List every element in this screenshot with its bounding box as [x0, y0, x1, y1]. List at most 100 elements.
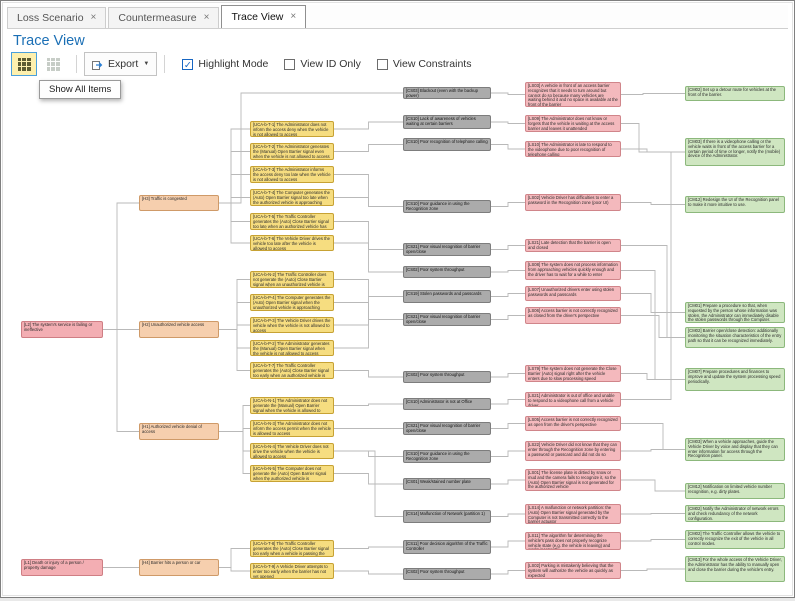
trace-node-P10[interactable]: [LS21] Administrator is out of office an…: [525, 392, 621, 407]
trace-node-C9[interactable]: [CM02] Notify the Administrator of netwo…: [685, 505, 785, 522]
tab-trace-view[interactable]: Trace View ×: [221, 5, 306, 28]
trace-node-P2[interactable]: [LS09] The Administrator does not know o…: [525, 115, 621, 132]
highlight-mode-checkbox[interactable]: ✓ Highlight Mode: [182, 58, 268, 70]
trace-node-Y16[interactable]: [UCA-b-T-8] The Traffic Controller gener…: [250, 540, 334, 557]
trace-node-Y9[interactable]: [UCA-b-P-3] The Vehicle Driver drives th…: [250, 317, 334, 333]
export-label: Export: [108, 58, 138, 70]
trace-node-G13[interactable]: [CS01] Weak/stained number plate: [403, 478, 491, 490]
tab-bar: Loss Scenario × Countermeasure × Trace V…: [7, 5, 788, 29]
trace-node-C6[interactable]: [CM07] Prepare procedures and finances t…: [685, 368, 785, 391]
trace-node-B2[interactable]: [H2] Unauthorized vehicle access: [139, 321, 219, 338]
trace-node-P13[interactable]: [LS01] The license plate is dirtied by s…: [525, 469, 621, 491]
trace-node-C3[interactable]: [CM12] Redesign the UI of the Recognitio…: [685, 196, 785, 213]
checkbox-label: View Constraints: [393, 58, 472, 70]
trace-node-Y11[interactable]: [UCA-b-T-7] The Traffic Controller gener…: [250, 362, 334, 379]
trace-node-Y5[interactable]: [UCA-b-T-5] The Traffic Controller gener…: [250, 213, 334, 230]
trace-node-A1[interactable]: [L2] The system's service is failing or …: [21, 321, 103, 338]
trace-node-Y14[interactable]: [UCA-b-N-4] The Vehicle Driver does not …: [250, 443, 334, 459]
close-icon[interactable]: ×: [290, 12, 296, 22]
trace-node-Y2[interactable]: [UCA-b-T-2] The Administrator generates …: [250, 143, 334, 160]
trace-node-C2[interactable]: [CM03] If there is a videophone calling …: [685, 138, 785, 166]
trace-node-P1[interactable]: [LS03] A vehicle in front of an access b…: [525, 82, 621, 107]
show-selected-items-icon: [47, 58, 60, 71]
tab-countermeasure[interactable]: Countermeasure ×: [108, 7, 219, 28]
trace-node-A2[interactable]: [L1] Death or injury of a person / prope…: [21, 559, 103, 576]
trace-node-Y8[interactable]: [UCA-b-P-4] The Computer generates the (…: [250, 294, 334, 311]
close-icon[interactable]: ×: [91, 13, 97, 23]
trace-node-C10[interactable]: [CM02] The Traffic Controller allows the…: [685, 530, 785, 549]
trace-node-G6[interactable]: [CS02] Poor system throughput: [403, 266, 491, 278]
checkbox-box[interactable]: ✓: [182, 59, 193, 70]
toolbar-separator: [164, 55, 165, 73]
trace-node-Y13[interactable]: [UCA-b-N-3] The Administrator does not i…: [250, 420, 334, 437]
checkbox-label: Highlight Mode: [198, 58, 268, 70]
trace-node-Y1[interactable]: [UCA-b-T-1] The Administrator does not i…: [250, 121, 334, 137]
tab-label: Loss Scenario: [17, 12, 84, 24]
toolbar: Export ▼ ✓ Highlight Mode View ID Only V…: [11, 52, 487, 76]
show-all-items-button[interactable]: [11, 52, 37, 76]
trace-node-G14[interactable]: [CS14] Malfunction of Network (partition…: [403, 510, 491, 523]
trace-node-P5[interactable]: [LS21] Late detection that the barrier i…: [525, 239, 621, 252]
trace-node-G7[interactable]: [CS19] Stolen passwords and passcards: [403, 290, 491, 303]
view-constraints-checkbox[interactable]: View Constraints: [377, 58, 472, 70]
trace-node-P8[interactable]: [LS06] Access barrier is not correctly r…: [525, 307, 621, 324]
trace-node-P14[interactable]: [LS14] A malfunction or network partitio…: [525, 504, 621, 524]
trace-node-B4[interactable]: [H4] Barrier hits a person or car: [139, 559, 219, 576]
export-button[interactable]: Export ▼: [84, 52, 157, 76]
toolbar-separator: [76, 55, 77, 73]
trace-node-P4[interactable]: [LS02] Vehicle Driver has difficulties t…: [525, 194, 621, 211]
toolbar-checkboxes: ✓ Highlight Mode View ID Only View Const…: [182, 58, 487, 70]
tab-loss-scenario[interactable]: Loss Scenario ×: [7, 7, 106, 28]
trace-node-G4[interactable]: [CS10] Poor guidance in using the Recogn…: [403, 200, 491, 213]
trace-node-Y12[interactable]: [UCA-b-N-1] The Administrator does not g…: [250, 397, 334, 414]
trace-node-C5[interactable]: [CM02] Barrier open/close detection: add…: [685, 327, 785, 348]
tooltip: Show All Items: [39, 80, 121, 99]
trace-node-C1[interactable]: [CM02] Set up a detour route for vehicle…: [685, 86, 785, 101]
trace-node-P3[interactable]: [LS10] The Administrator is late to resp…: [525, 141, 621, 157]
trace-node-Y6[interactable]: [UCA-b-T-6] The Vehicle Driver drives th…: [250, 235, 334, 251]
trace-node-G8[interactable]: [CS21] Poor visual recognition of barrie…: [403, 313, 491, 326]
trace-node-P9[interactable]: [LS79] The system does not generate the …: [525, 365, 621, 382]
close-icon[interactable]: ×: [204, 13, 210, 23]
show-selected-items-button[interactable]: [40, 52, 66, 76]
trace-node-P12[interactable]: [LS22] Vehicle Driver did not know that …: [525, 441, 621, 461]
trace-node-C11[interactable]: [CM13] For the whole access of the Vehic…: [685, 556, 785, 582]
trace-node-Y10[interactable]: [UCA-b-P-2] The Administrator generates …: [250, 340, 334, 356]
trace-canvas[interactable]: [L2] The system's service is failing or …: [3, 3, 792, 595]
export-icon: [92, 59, 103, 70]
trace-node-Y15[interactable]: [UCA-b-N-5] The Computer does not genera…: [250, 465, 334, 482]
trace-node-Y3[interactable]: [UCA-b-T-3] The Administrator informs th…: [250, 166, 334, 183]
trace-node-G2[interactable]: [CS10] Lack of awareness of vehicles wai…: [403, 115, 491, 129]
trace-node-G9[interactable]: [CS02] Poor system throughput: [403, 371, 491, 383]
trace-node-G3[interactable]: [CS10] Poor recognition of telephone cal…: [403, 138, 491, 151]
trace-node-B3[interactable]: [H1] Authorized vehicle denial of access: [139, 423, 219, 440]
trace-node-Y17[interactable]: [UCA-b-T-9] A Vehicle Driver attempts to…: [250, 563, 334, 579]
checkbox-box[interactable]: [377, 59, 388, 70]
view-id-only-checkbox[interactable]: View ID Only: [284, 58, 361, 70]
tab-label: Countermeasure: [118, 12, 196, 24]
trace-node-C8[interactable]: [CM12] Notification on limited vehicle n…: [685, 483, 785, 499]
tab-label: Trace View: [231, 11, 283, 23]
chevron-down-icon: ▼: [143, 61, 149, 67]
trace-node-P11[interactable]: [LS05] Access barrier is not correctly r…: [525, 416, 621, 431]
trace-node-C7[interactable]: [CM03] When a vehicle approaches, guide …: [685, 438, 785, 461]
trace-node-P7[interactable]: [LS07] Unauthorized drivers enter using …: [525, 286, 621, 301]
trace-node-G5[interactable]: [CS21] Poor visual recognition of barrie…: [403, 243, 491, 256]
trace-node-P15[interactable]: [LS11] The algorithm for determining the…: [525, 532, 621, 550]
trace-node-G16[interactable]: [CS02] Poor system throughput: [403, 568, 491, 580]
trace-node-Y7[interactable]: [UCA-b-N-2] The Traffic Controller does …: [250, 271, 334, 288]
trace-node-G12[interactable]: [CS10] Poor guidance in using the Recogn…: [403, 450, 491, 463]
trace-node-G11[interactable]: [CS21] Poor visual recognition of barrie…: [403, 422, 491, 435]
trace-node-C4[interactable]: [CM01] Prepare a procedure so that, when…: [685, 302, 785, 323]
node-layer: [L2] The system's service is failing or …: [3, 3, 792, 595]
trace-node-B1[interactable]: [H3] Traffic is congested: [139, 195, 219, 211]
trace-node-G15[interactable]: [CS11] Poor decision algorithm of the Tr…: [403, 540, 491, 554]
trace-node-G1[interactable]: [CS03] Blackout (even with the backup po…: [403, 87, 491, 99]
trace-node-P6[interactable]: [LS08] The system does not process infor…: [525, 261, 621, 280]
trace-node-P16[interactable]: [LS02] Parking is mistakenly believing t…: [525, 562, 621, 579]
trace-node-Y4[interactable]: [UCA-b-T-4] The Computer generates the (…: [250, 189, 334, 206]
checkbox-box[interactable]: [284, 59, 295, 70]
trace-node-G10[interactable]: [CS10] Administrator is not at Office: [403, 398, 491, 410]
